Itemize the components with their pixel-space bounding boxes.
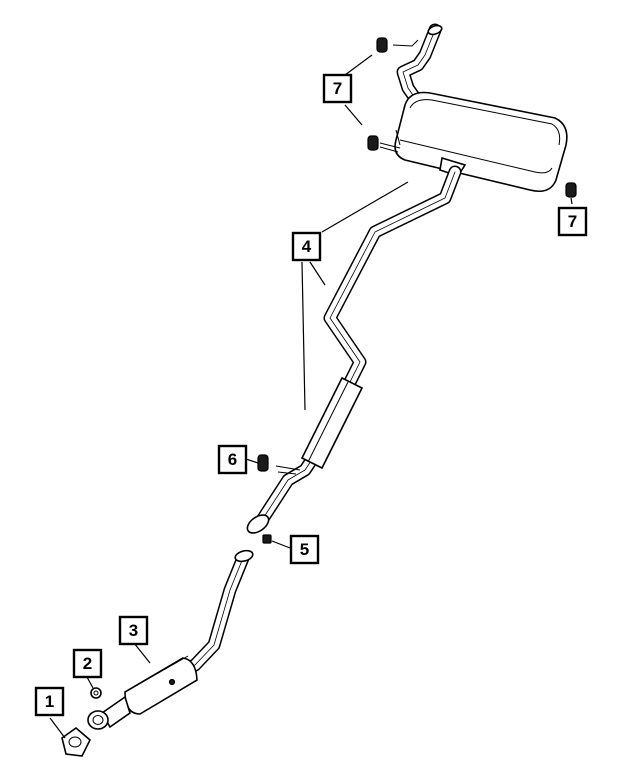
callout-2: 2 [72, 648, 103, 679]
isolator-7-mid [367, 135, 379, 151]
callout-3: 3 [118, 615, 149, 646]
isolator-6 [257, 454, 269, 472]
intermediate-pipe [246, 165, 462, 534]
callout-4: 4 [291, 231, 322, 262]
catalytic-converter-assembly [87, 549, 254, 730]
callout-3-label: 3 [129, 621, 138, 640]
callout-7b-label: 7 [568, 212, 577, 231]
gasket [61, 726, 91, 757]
callout-7b: 7 [557, 206, 588, 237]
callout-1-label: 1 [45, 692, 54, 711]
leader-lines [49, 54, 573, 739]
callout-4-label: 4 [302, 237, 312, 256]
callout-7a-label: 7 [333, 79, 342, 98]
callout-1: 1 [34, 686, 65, 717]
callout-5: 5 [289, 534, 320, 565]
isolator-7-right [565, 182, 577, 198]
nut [90, 687, 102, 699]
callout-2-label: 2 [83, 654, 92, 673]
clamp [262, 534, 272, 544]
callout-6-label: 6 [228, 450, 237, 469]
tailpipe-assembly [392, 23, 443, 105]
callout-7a: 7 [322, 73, 353, 104]
callout-6: 6 [217, 444, 248, 475]
muffler [379, 91, 568, 193]
isolator-7-top [376, 37, 388, 53]
callout-5-label: 5 [300, 540, 309, 559]
